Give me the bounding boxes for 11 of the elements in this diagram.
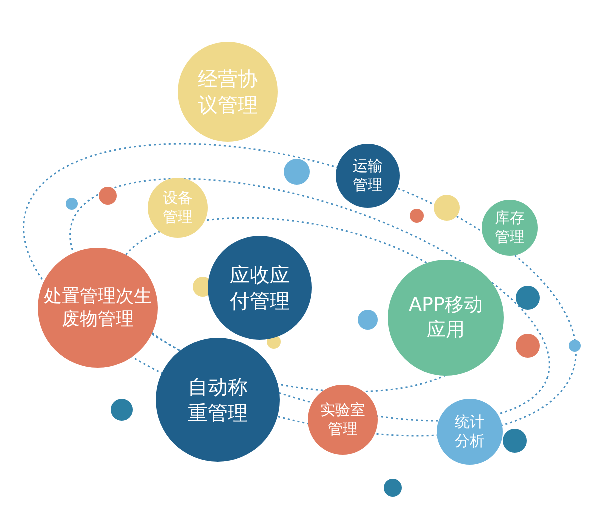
node-label: 设备管理 — [162, 188, 194, 228]
node-label: 应收应付管理 — [229, 262, 291, 314]
node-label: 运输管理 — [352, 156, 384, 196]
node-label: APP移动应用 — [408, 293, 484, 343]
node-label: 自动称重管理 — [187, 374, 249, 426]
node-label: 统计分析 — [454, 412, 486, 452]
node-label: 经营协议管理 — [197, 66, 259, 118]
bubble-node — [148, 178, 208, 238]
node-label: 处置管理次生废物管理 — [43, 284, 153, 332]
node-label: 库存管理 — [494, 208, 526, 248]
node-label: 实验室管理 — [320, 400, 366, 440]
